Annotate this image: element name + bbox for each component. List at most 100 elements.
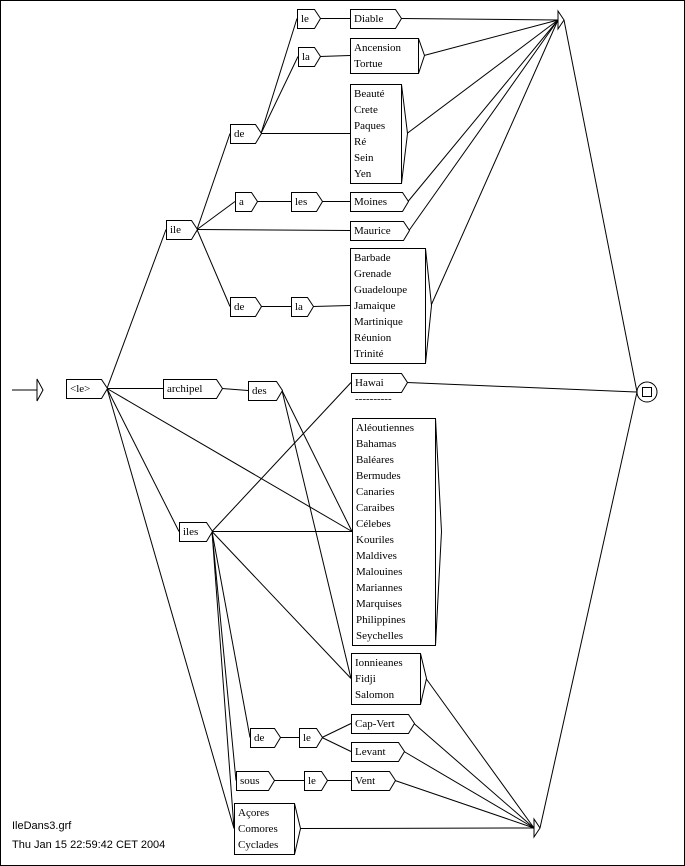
box-label: a <box>239 196 244 208</box>
box-des[interactable]: des <box>248 381 284 401</box>
box-label: Maldives <box>356 550 397 562</box>
box-sous[interactable]: sous <box>236 771 276 791</box>
box-archipel[interactable]: archipel <box>163 379 224 399</box>
edge <box>211 531 352 679</box>
edge <box>281 390 352 679</box>
box-outline <box>235 192 259 212</box>
edge <box>106 388 353 532</box>
box-la-a[interactable]: la <box>298 47 322 67</box>
box-outline <box>351 373 409 393</box>
box-label: Jamaique <box>354 300 396 312</box>
box-outline <box>350 221 411 241</box>
box-outline <box>350 84 409 184</box>
box-a[interactable]: a <box>235 192 259 212</box>
box-iles[interactable]: iles <box>179 522 214 542</box>
box-la-b[interactable]: la <box>291 297 315 317</box>
edge-to-merge <box>406 19 559 134</box>
box-aleout[interactable]: AléoutiennesBahamasBaléaresBermudesCanar… <box>352 418 443 646</box>
edge <box>211 382 352 532</box>
box-label: Beauté <box>354 88 385 100</box>
final-state[interactable] <box>636 381 658 403</box>
box-label: Sein <box>354 152 374 164</box>
box-maurice[interactable]: Maurice <box>350 221 411 241</box>
box-outline <box>350 38 426 74</box>
box-label: Barbade <box>354 252 391 264</box>
box-label: Levant <box>355 746 386 758</box>
box-de-a[interactable]: de <box>230 124 263 144</box>
box-moines[interactable]: Moines <box>350 192 410 212</box>
edge-to-merge <box>425 678 535 829</box>
box-label: Bahamas <box>356 438 396 450</box>
box-le-a[interactable]: le <box>297 9 322 29</box>
box-label: archipel <box>167 383 202 395</box>
box-de-c[interactable]: de <box>250 728 282 748</box>
box-label: Crete <box>354 104 378 116</box>
box-label: le <box>308 775 316 787</box>
box-label: le <box>303 732 311 744</box>
box-label: Açores <box>238 807 269 819</box>
edge <box>321 723 352 738</box>
hawai-dashes: ---------- <box>355 393 392 405</box>
box-outline <box>351 714 416 734</box>
box-label: Caraibes <box>356 502 394 514</box>
box-label: Philippines <box>356 614 406 626</box>
box-le-c[interactable]: le <box>304 771 329 791</box>
box-de-b[interactable]: de <box>230 297 263 317</box>
box-label: iles <box>183 526 198 538</box>
edge <box>196 229 231 307</box>
edge-to-merge <box>408 19 559 231</box>
box-outline <box>166 220 199 240</box>
box-vent[interactable]: Vent <box>351 771 397 791</box>
box-label: Comores <box>238 823 278 835</box>
box-barbade[interactable]: BarbadeGrenadeGuadeloupeJamaiqueMartiniq… <box>350 248 433 364</box>
box-label: la <box>295 301 303 313</box>
edge-to-final <box>539 391 638 829</box>
box-outline <box>236 771 276 791</box>
box-diable[interactable]: Diable <box>350 9 403 29</box>
edge-to-merge <box>403 751 535 829</box>
box-label: <le> <box>70 383 90 395</box>
box-label: Salomon <box>355 689 395 701</box>
box-ile[interactable]: ile <box>166 220 199 240</box>
box-le-b[interactable]: le <box>299 728 324 748</box>
box-outline <box>250 728 282 748</box>
box-outline <box>351 653 428 705</box>
box-outline <box>299 728 324 748</box>
edge <box>260 56 299 134</box>
box-outline <box>350 9 403 29</box>
box-les[interactable]: les <box>291 192 324 212</box>
edge <box>321 737 352 752</box>
box-label: Trinité <box>354 348 384 360</box>
edge <box>260 18 298 134</box>
box-outline <box>298 47 322 67</box>
box-label: Fidji <box>355 673 376 685</box>
box-label: Seychelles <box>356 630 403 642</box>
box-label: de <box>234 301 245 313</box>
initial-state[interactable] <box>12 378 44 402</box>
box-capvert[interactable]: Cap-Vert <box>351 714 416 734</box>
box-label: Aléoutiennes <box>356 422 414 434</box>
edge-to-merge <box>394 780 535 829</box>
box-label: Vent <box>355 775 375 787</box>
edge <box>281 390 353 532</box>
edge-to-merge <box>413 723 535 829</box>
box-outline <box>350 192 410 212</box>
edge-to-merge <box>400 18 559 21</box>
file-name: IleDans3.grf <box>12 820 72 832</box>
box-hawai[interactable]: Hawai <box>351 373 409 393</box>
box-label: Cap-Vert <box>355 718 395 730</box>
box-le-root[interactable]: <le> <box>66 379 109 399</box>
box-outline <box>179 522 214 542</box>
box-label: Hawai <box>355 377 384 389</box>
box-label: Bermudes <box>356 470 401 482</box>
box-levant[interactable]: Levant <box>351 742 406 762</box>
edge-to-final <box>406 382 638 393</box>
box-label: Tortue <box>354 58 383 70</box>
